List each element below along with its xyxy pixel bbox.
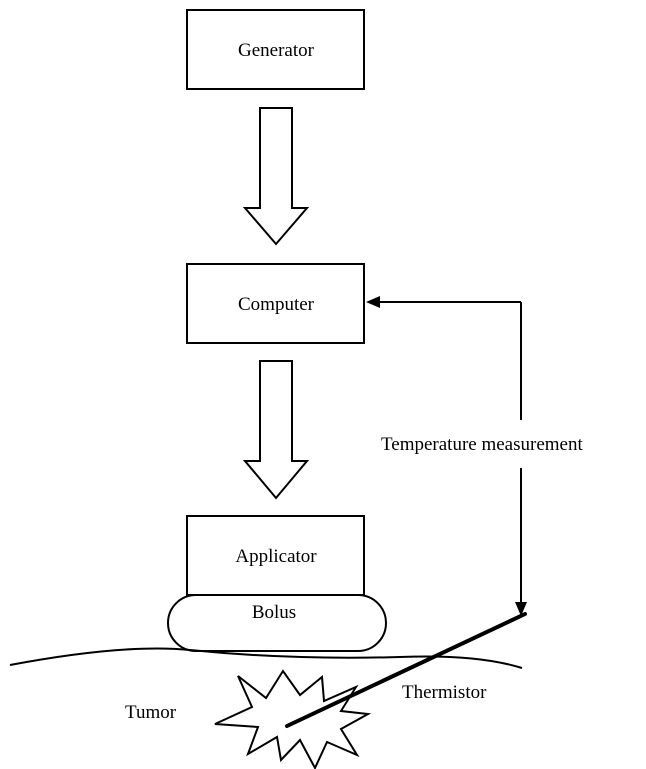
computer-label: Computer <box>238 294 315 315</box>
bolus-shape <box>167 594 387 652</box>
computer-node: Computer <box>186 263 365 344</box>
temperature-measurement-label: Temperature measurement <box>381 434 583 455</box>
thermistor-label: Thermistor <box>402 682 487 703</box>
skin-surface-curve <box>9 647 523 669</box>
generator-node: Generator <box>186 9 365 90</box>
tumor-starburst <box>214 669 372 769</box>
feedback-path <box>366 296 527 616</box>
arrow-computer-to-applicator <box>242 360 310 500</box>
thermistor-probe <box>285 612 527 728</box>
applicator-box <box>186 515 365 596</box>
computer-box <box>186 263 365 344</box>
generator-label: Generator <box>238 40 315 61</box>
applicator-label: Applicator <box>235 546 317 567</box>
applicator-node: Applicator <box>186 515 365 596</box>
bolus-node: Bolus <box>167 594 387 652</box>
tumor-label: Tumor <box>125 702 177 723</box>
feedback-arrowhead-to-thermistor <box>515 602 527 616</box>
arrow-generator-to-computer <box>242 107 310 246</box>
bolus-label: Bolus <box>252 602 296 623</box>
generator-box <box>186 9 365 90</box>
feedback-arrowhead-to-computer <box>366 296 380 308</box>
